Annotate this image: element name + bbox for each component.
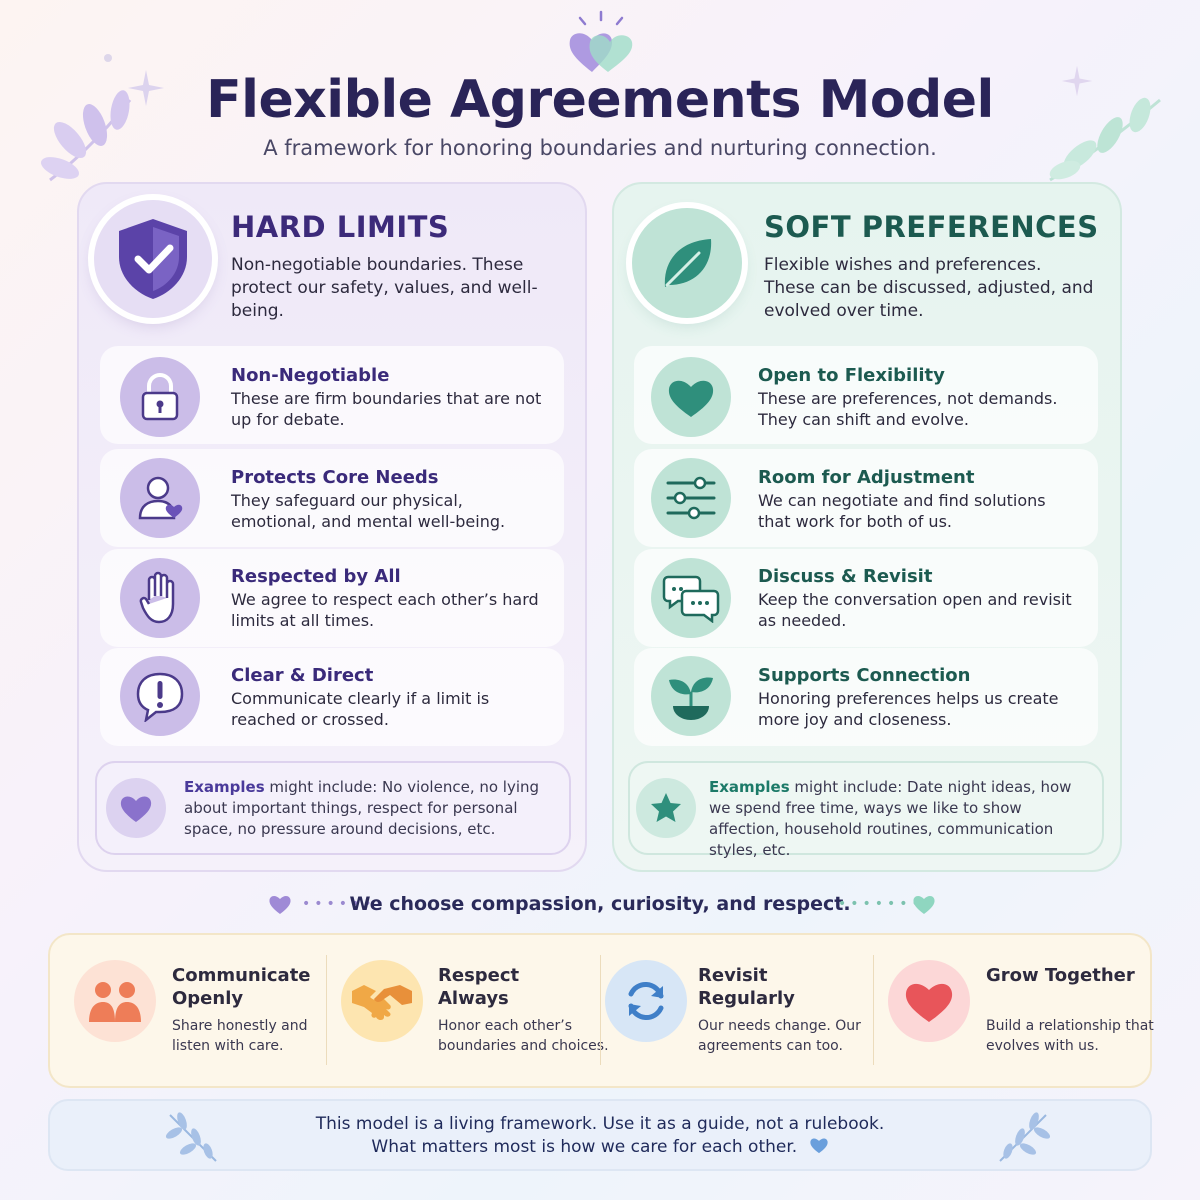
value-description: Honor each other’s boundaries and choice… [438, 1018, 609, 1054]
dotted-divider: ••••••• [838, 896, 924, 912]
dotted-divider: ••••••• [302, 896, 388, 912]
footer-line-2: What matters most is how we care for eac… [0, 1136, 1200, 1159]
item-title: Respected by All [231, 566, 401, 587]
item-description: Keep the conversation open and revisit a… [758, 590, 1072, 630]
item-title: Non-Negotiable [231, 365, 390, 386]
item-title: Discuss & Revisit [758, 566, 933, 587]
leaf-sprig-icon [165, 1112, 217, 1162]
two-hearts-icon [569, 10, 633, 72]
hard-examples-box [95, 761, 571, 855]
handshake-icon [341, 960, 423, 1042]
item-description: These are preferences, not demands. They… [758, 389, 1058, 429]
examples-label: Examples [709, 778, 790, 796]
hard-limits-title: HARD LIMITS [231, 210, 450, 244]
value-title: Respect Always [438, 965, 520, 1009]
person-heart-icon [120, 458, 200, 538]
page-title: Flexible Agreements Model [206, 70, 994, 130]
sparkle-icon [128, 70, 164, 106]
soft-preferences-description: Flexible wishes and preferences. These c… [764, 255, 1094, 321]
heart-icon [809, 1138, 828, 1154]
sliders-icon [651, 458, 731, 538]
item-title: Open to Flexibility [758, 365, 945, 386]
sprout-icon [651, 656, 731, 736]
examples-label: Examples [184, 778, 265, 796]
motto-text: We choose compassion, curiosity, and res… [349, 893, 851, 915]
item-title: Protects Core Needs [231, 467, 439, 488]
leaf-sprig-icon [999, 1112, 1051, 1162]
item-description: These are firm boundaries that are not u… [231, 389, 542, 429]
value-title: Grow Together [986, 965, 1135, 986]
value-divider [873, 955, 874, 1065]
shield-check-icon [94, 200, 212, 318]
refresh-icon [605, 960, 687, 1042]
heart-icon [106, 778, 166, 838]
soft-preferences-title: SOFT PREFERENCES [764, 210, 1099, 244]
leaf-branch-icon [1049, 97, 1161, 182]
value-title: Revisit Regularly [698, 965, 795, 1009]
value-description: Our needs change. Our agreements can too… [698, 1018, 861, 1054]
hard-examples-text: Examples might include: No violence, no … [184, 777, 564, 840]
item-description: We can negotiate and find solutions that… [758, 491, 1046, 531]
hand-icon [120, 558, 200, 638]
examples-body: might include: Date night ideas, how we … [709, 778, 1072, 859]
heart-icon [651, 357, 731, 437]
page-subtitle: A framework for honoring boundaries and … [263, 136, 937, 160]
item-title: Clear & Direct [231, 665, 374, 686]
star-icon [636, 778, 696, 838]
footer-line-2-text: What matters most is how we care for eac… [371, 1137, 798, 1157]
heart-icon [888, 960, 970, 1042]
footer-box [48, 1099, 1152, 1171]
item-description: Communicate clearly if a limit is reache… [231, 689, 490, 729]
soft-examples-text: Examples might include: Date night ideas… [709, 777, 1089, 861]
hard-limits-description: Non-negotiable boundaries. These protect… [231, 255, 538, 321]
people-icon [74, 960, 156, 1042]
sparkle-icon [1061, 65, 1093, 97]
soft-examples-box [628, 761, 1104, 855]
value-divider [600, 955, 601, 1065]
lock-icon [120, 357, 200, 437]
item-description: They safeguard our physical, emotional, … [231, 491, 506, 531]
value-description: Build a relationship that evolves with u… [986, 1018, 1154, 1054]
leaf-branch-icon [40, 90, 132, 182]
item-description: We agree to respect each other’s hard li… [231, 590, 539, 630]
leaf-icon [632, 208, 742, 318]
examples-body: might include: No violence, no lying abo… [184, 778, 540, 838]
value-divider [326, 955, 327, 1065]
decor-dot [104, 54, 112, 62]
heart-icon [913, 896, 935, 914]
alert-bubble-icon [120, 656, 200, 736]
footer-line-1: This model is a living framework. Use it… [315, 1114, 885, 1134]
item-description: Honoring preferences helps us create mor… [758, 689, 1059, 729]
item-title: Supports Connection [758, 665, 971, 686]
value-description: Share honestly and listen with care. [172, 1018, 308, 1054]
footer-text: This model is a living framework. Use it… [0, 1113, 1200, 1159]
value-title: Communicate Openly [172, 965, 311, 1009]
item-title: Room for Adjustment [758, 467, 975, 488]
chat-bubbles-icon [651, 558, 731, 638]
heart-icon [269, 896, 291, 914]
